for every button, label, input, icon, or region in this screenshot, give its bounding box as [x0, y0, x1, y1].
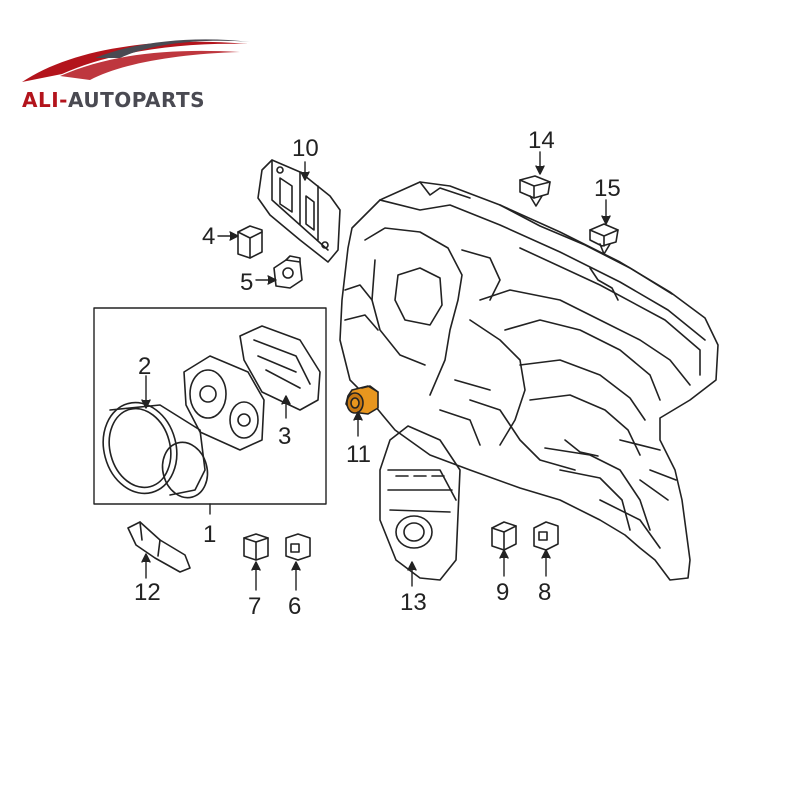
callout-8: 8: [538, 579, 551, 606]
logo-prefix: ALI-: [22, 88, 68, 112]
callout-14: 14: [528, 127, 555, 154]
callout-1: 1: [203, 521, 216, 548]
callout-3: 3: [278, 423, 291, 450]
brand-logo: ALI-AUTOPARTS: [22, 88, 205, 112]
callout-12: 12: [134, 579, 161, 606]
callout-5: 5: [240, 269, 253, 296]
part-8-switch: [533, 521, 559, 551]
logo-suffix: AUTOPARTS: [67, 88, 206, 112]
callout-11: 11: [346, 441, 371, 468]
part-15-clip: [589, 223, 619, 255]
callout-13: 13: [400, 589, 427, 616]
part-12-trim-strip: [127, 521, 191, 573]
part-14-clip: [519, 175, 551, 207]
part-3-cluster-housing: [183, 325, 321, 451]
part-11-highlighted: [345, 385, 379, 415]
part-4-switch: [237, 225, 263, 259]
dashboard-panel: [339, 181, 719, 581]
callout-2: 2: [138, 353, 151, 380]
part-9-switch: [491, 521, 517, 551]
callout-9: 9: [496, 579, 509, 606]
callout-10: 10: [292, 135, 319, 162]
callout-7: 7: [248, 593, 261, 620]
leader-lines: [141, 151, 611, 591]
callout-15: 15: [594, 175, 621, 202]
callout-4: 4: [202, 223, 215, 250]
part-13-control-panel: [379, 425, 461, 581]
part-5-sensor: [273, 255, 303, 289]
part-6-switch: [285, 533, 311, 561]
logo-swoosh-icon: [22, 39, 250, 82]
part-10-bracket: [257, 159, 341, 263]
callout-6: 6: [288, 593, 301, 620]
part-7-switch: [243, 533, 269, 561]
part-2-cluster-lens: [102, 401, 209, 499]
